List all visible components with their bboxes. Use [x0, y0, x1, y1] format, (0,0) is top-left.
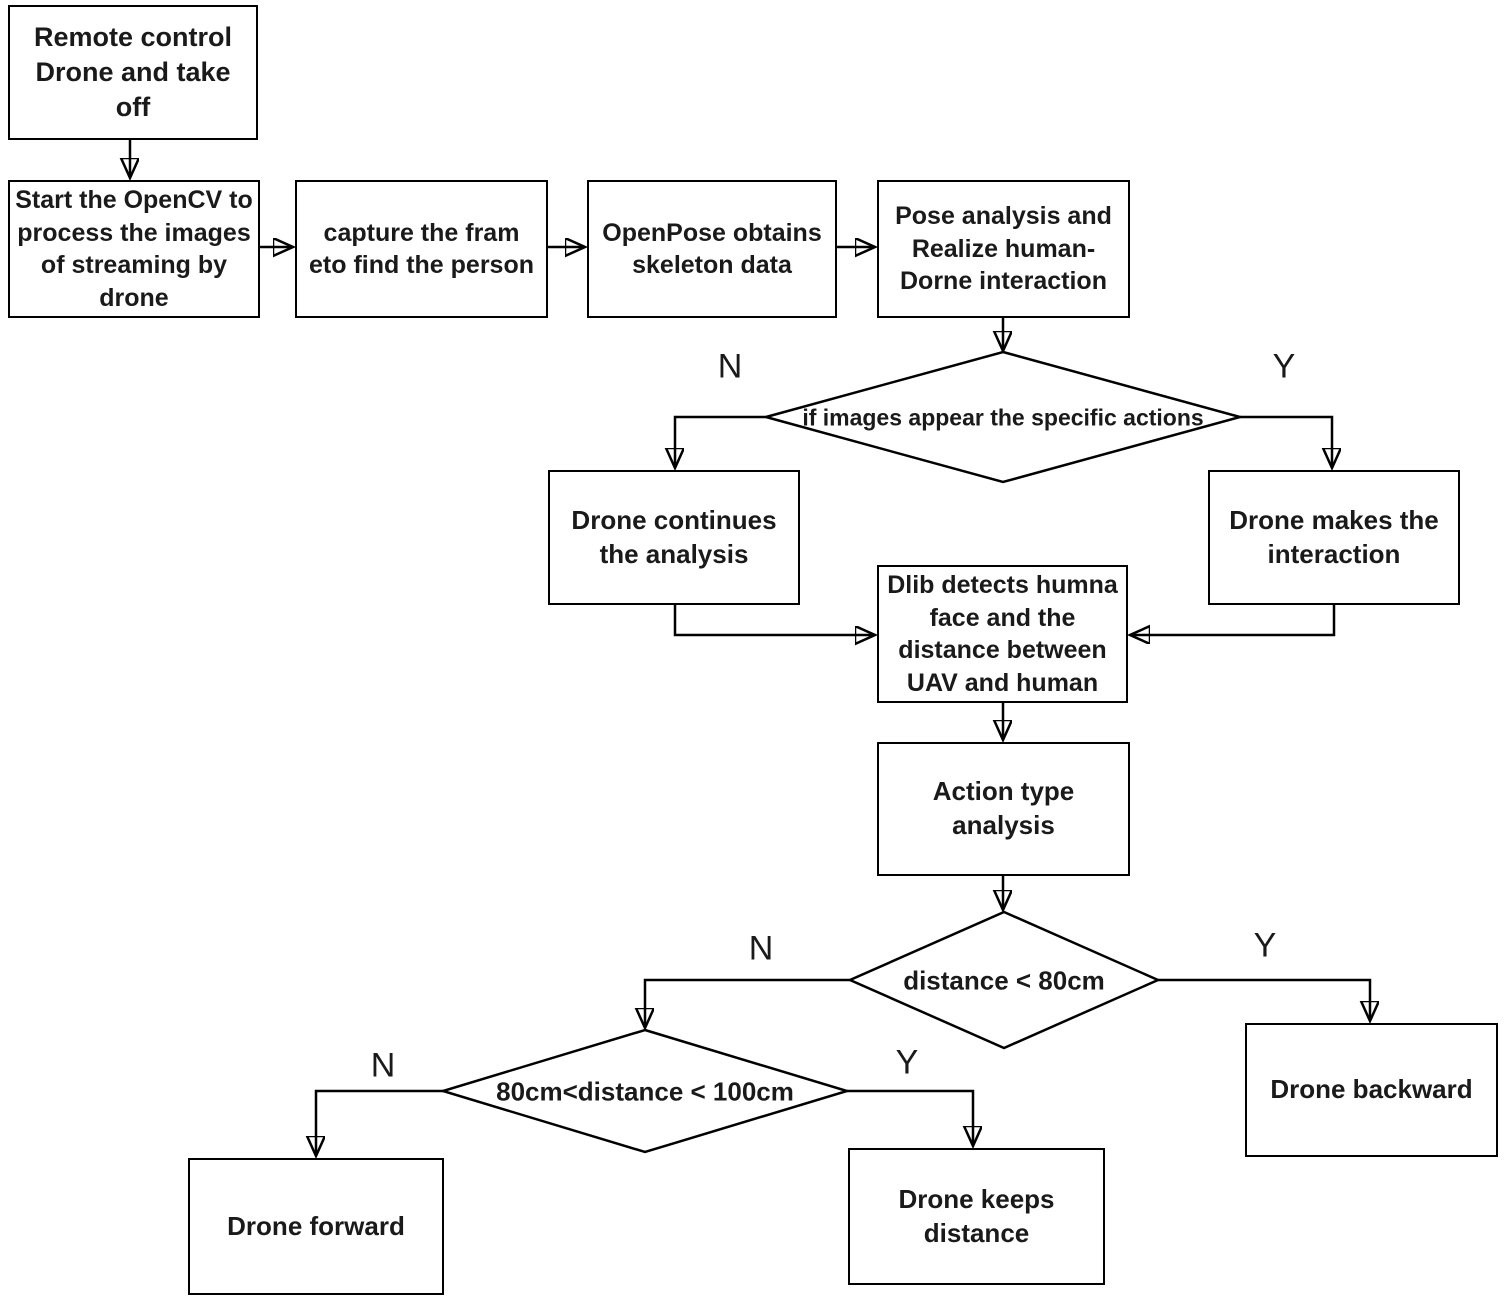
arrow-decision1-yes-to-makes [1240, 415, 1332, 467]
node-remote-control-label: Remote control Drone and take off [33, 21, 233, 123]
node-openpose: OpenPose obtains skeleton data [587, 180, 837, 318]
node-pose-analysis-label: Pose analysis and Realize human- Dorne i… [895, 202, 1112, 296]
branch-label-decision3-no: N [370, 1046, 396, 1085]
arrow-decision3-no-to-forward [316, 1089, 443, 1155]
node-action-type-analysis: Action type analysis [877, 742, 1130, 876]
arrow-decision1-no-to-continues [675, 415, 766, 467]
arrow-decision3-yes-to-keeps [847, 1089, 973, 1145]
node-pose-analysis: Pose analysis and Realize human- Dorne i… [877, 180, 1130, 318]
branch-label-decision1-yes: Y [1272, 347, 1296, 386]
decision-distance-80-label: distance < 80cm [903, 965, 1105, 996]
node-action-type-analysis-label: Action type analysis [932, 776, 1075, 840]
decision-specific-actions-diamond [761, 350, 1245, 484]
arrow-decision2-yes-to-backward [1158, 978, 1370, 1020]
node-drone-continues-label: Drone continues the analysis [571, 504, 777, 569]
node-drone-makes-interaction: Drone makes the interaction [1208, 470, 1460, 605]
decision-distance-80-100-diamond [438, 1028, 852, 1154]
branch-label-decision2-no: N [748, 929, 774, 968]
node-drone-makes-interaction-label: Drone makes the interaction [1229, 504, 1439, 569]
branch-label-decision3-yes: Y [895, 1043, 919, 1082]
node-dlib-detects-label: Dlib detects humna face and the distance… [887, 571, 1118, 697]
node-drone-keeps-distance-label: Drone keeps distance [898, 1183, 1055, 1248]
node-drone-forward: Drone forward [188, 1158, 444, 1295]
node-dlib-detects: Dlib detects humna face and the distance… [877, 565, 1128, 703]
node-drone-backward: Drone backward [1245, 1023, 1498, 1157]
node-drone-keeps-distance: Drone keeps distance [848, 1148, 1105, 1285]
node-capture-frame: capture the fram eto find the person [295, 180, 548, 318]
node-openpose-label: OpenPose obtains skeleton data [602, 218, 822, 280]
arrow-decision2-no-to-decision3 [645, 978, 850, 1027]
node-capture-frame-label: capture the fram eto find the person [309, 218, 534, 280]
branch-label-decision1-no: N [717, 347, 743, 386]
node-drone-backward-label: Drone backward [1270, 1074, 1473, 1105]
arrow-continues-to-dlib [673, 605, 874, 635]
decision-distance-80-diamond [846, 910, 1162, 1050]
node-start-opencv: Start the OpenCV to process the images o… [8, 180, 260, 318]
decision-specific-actions-label: if images appear the specific actions [802, 404, 1204, 431]
node-start-opencv-label: Start the OpenCV to process the images o… [15, 186, 253, 312]
node-remote-control: Remote control Drone and take off [8, 5, 258, 140]
arrow-makes-to-dlib [1131, 605, 1336, 635]
node-drone-continues: Drone continues the analysis [548, 470, 800, 605]
branch-label-decision2-yes: Y [1253, 926, 1277, 965]
decision-distance-80-100-label: 80cm<distance < 100cm [496, 1076, 794, 1107]
node-drone-forward-label: Drone forward [227, 1210, 405, 1241]
